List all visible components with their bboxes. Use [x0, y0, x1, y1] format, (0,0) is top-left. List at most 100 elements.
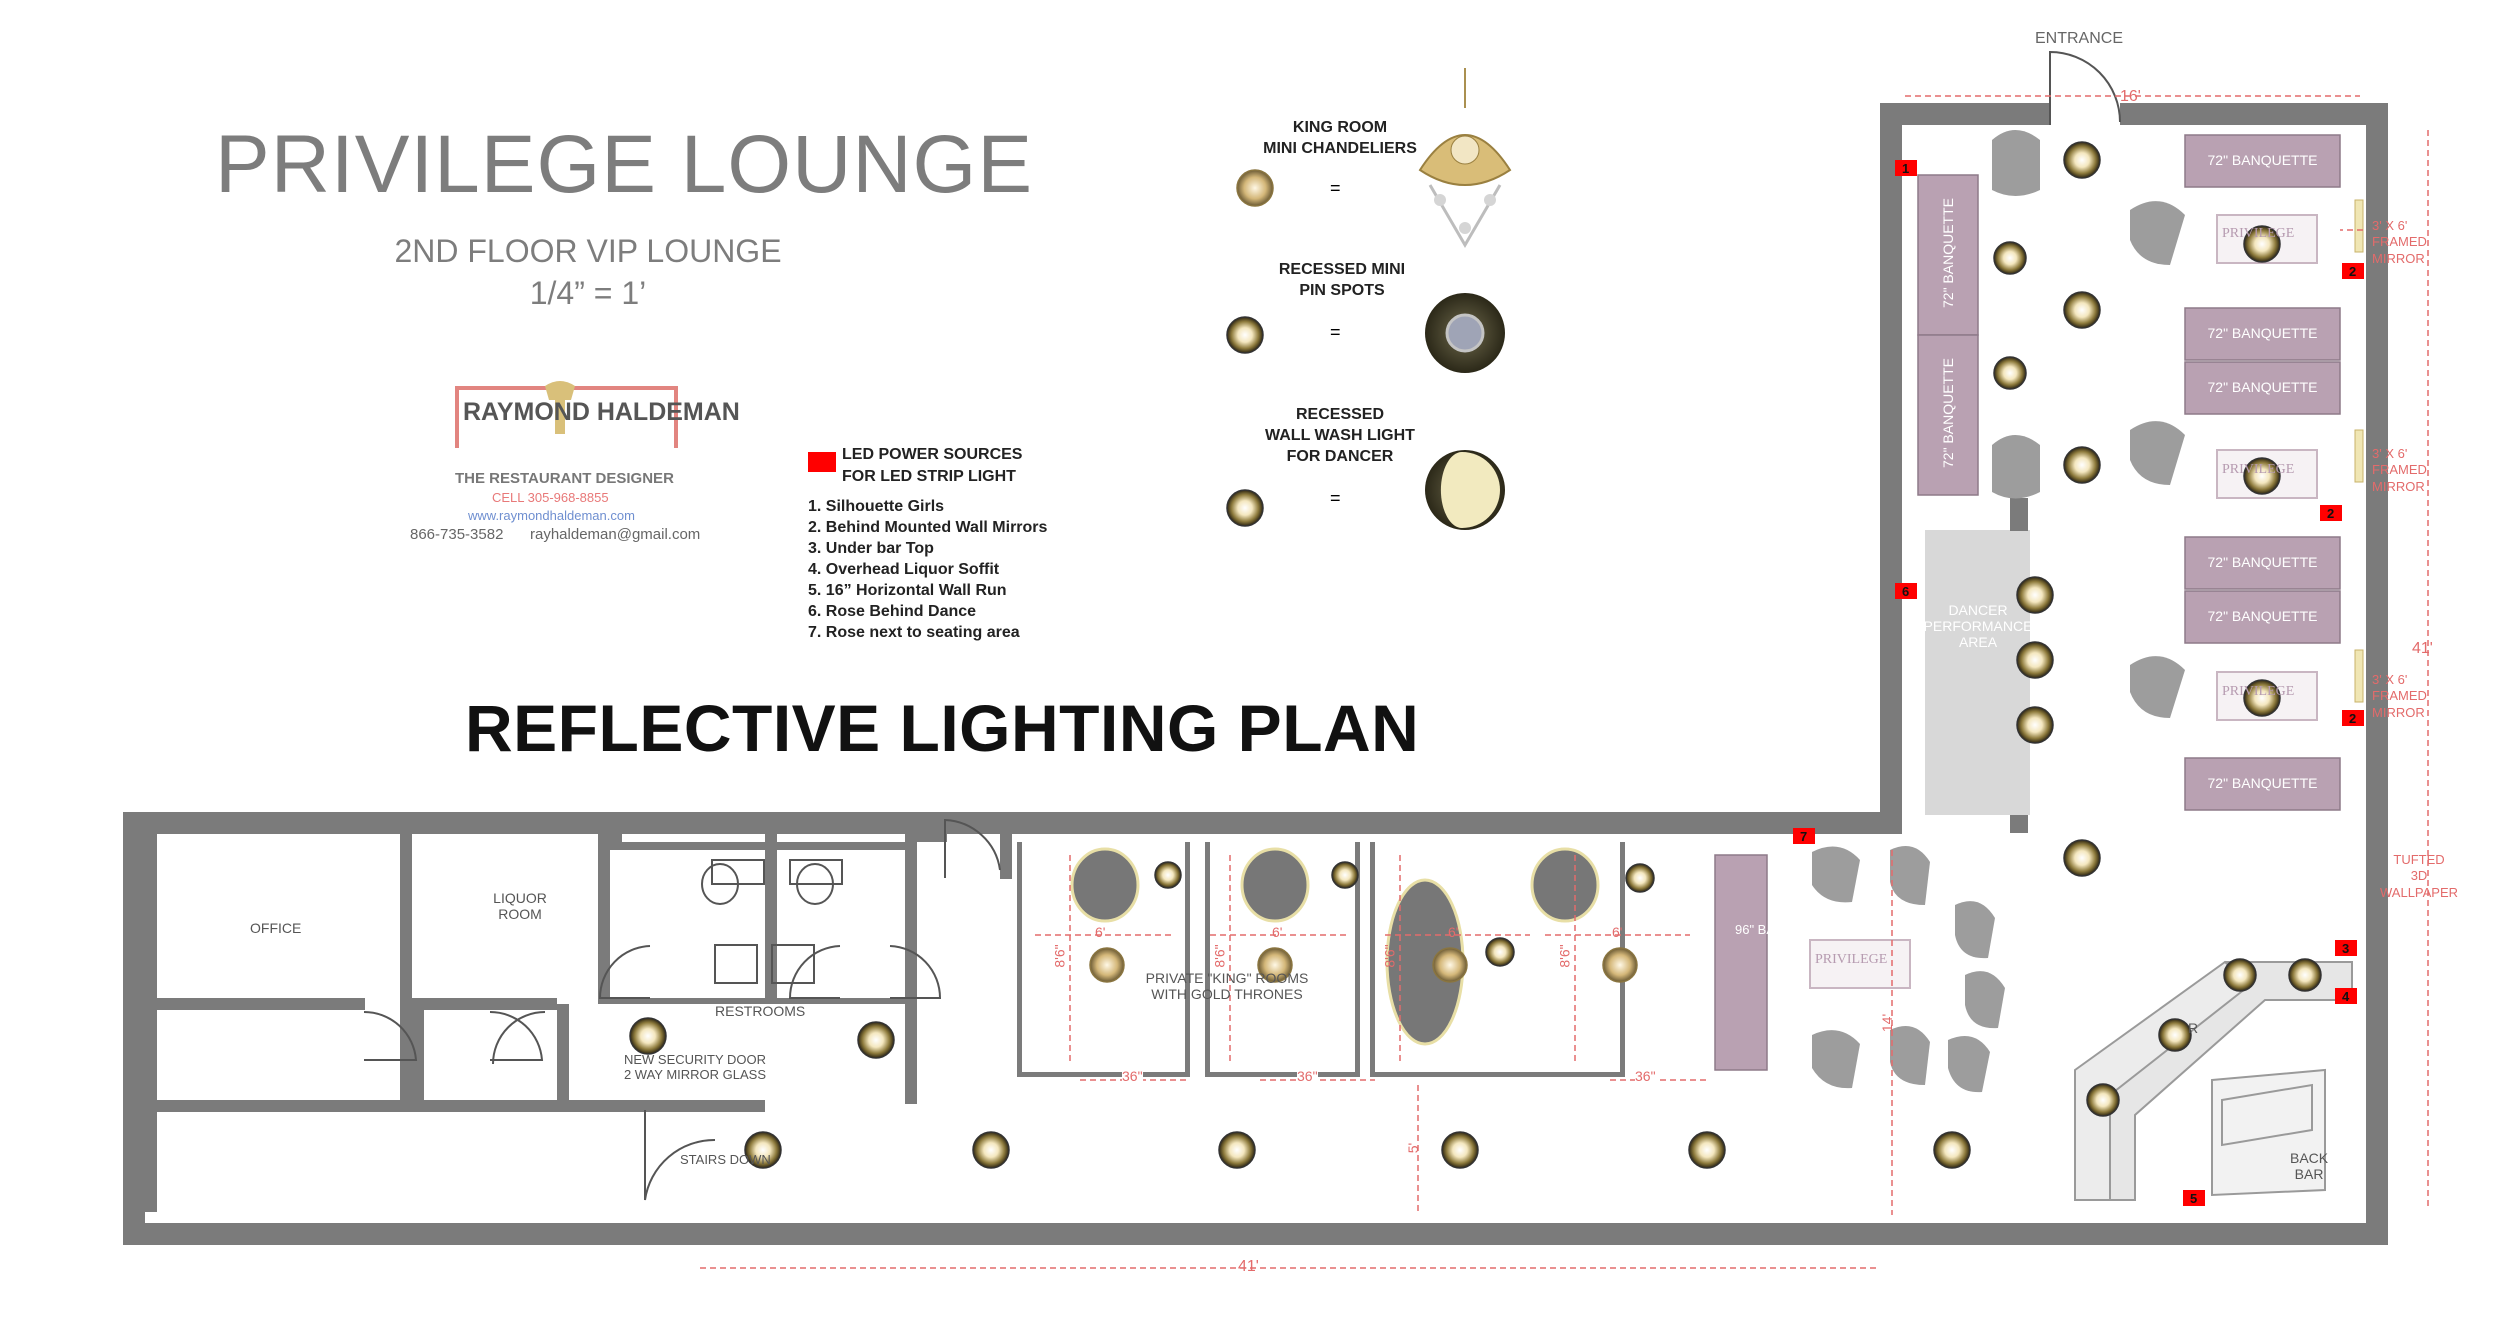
page-title: PRIVILEGE LOUNGE	[215, 119, 1034, 210]
led-item: 7. Rose next to seating area	[808, 624, 1020, 641]
thrones	[1070, 847, 1600, 1046]
legend-equals: =	[1330, 178, 1341, 198]
logo-phone: 866-735-3582	[410, 526, 504, 543]
led-item: 6. Rose Behind Dance	[808, 603, 977, 620]
dim-8-6: 8'6"	[1556, 944, 1573, 968]
wall-wash-icon	[1226, 489, 1264, 527]
wall-left-upper	[1880, 103, 1902, 818]
bar-label: R	[2188, 1020, 2199, 1036]
framed-mirror-label: 3' X 6' FRAMED MIRROR	[2372, 672, 2427, 720]
king-rooms-label: PRIVATE "KING" ROOMS WITH GOLD THRONES	[1145, 970, 1309, 1002]
banquette-96	[1714, 854, 1768, 1071]
logo-website[interactable]: www.raymondhaldeman.com	[468, 508, 635, 523]
framed-mirror-label: 3' X 6' FRAMED MIRROR	[2372, 218, 2427, 266]
led-marker-4: 4	[2342, 989, 2350, 1004]
led-legend-title: LED POWER SOURCES FOR LED STRIP LIGHT	[842, 446, 1023, 485]
office-label: OFFICE	[250, 920, 302, 936]
page-subtitle: 2ND FLOOR VIP LOUNGE	[394, 233, 782, 269]
led-legend-list: 1. Silhouette Girls 2. Behind Mounted Wa…	[808, 496, 1047, 643]
dim-8-6: 8'6"	[1211, 944, 1228, 968]
logo-cell: CELL 305-968-8855	[492, 490, 609, 505]
dim-16: 16'	[2120, 88, 2141, 105]
dim-14: 14'	[1879, 1013, 1896, 1033]
pin-spots	[629, 141, 2322, 1169]
entrance-label: ENTRANCE	[2035, 30, 2124, 47]
dim-8-6: 8'6"	[1381, 944, 1398, 968]
banquette-96-label: 96" BANQUETTE	[1735, 922, 1838, 937]
logo-email[interactable]: rayhaldeman@gmail.com	[530, 526, 701, 543]
dim-41-vertical: 41'	[2412, 640, 2433, 657]
banquette-72	[2184, 590, 2341, 644]
dim-36: 36"	[1122, 1068, 1143, 1084]
wall-wash-lights	[2016, 576, 2054, 744]
led-marker-2: 2	[2349, 264, 2356, 279]
wall-top-right	[2120, 103, 2388, 125]
security-door-label: NEW SECURITY DOOR 2 WAY MIRROR GLASS	[623, 1052, 767, 1082]
chandelier-icon	[1236, 169, 1274, 207]
banquette-label: 72" BANQUETTE	[1940, 358, 1956, 468]
outer-walls	[123, 103, 2388, 1245]
banquette-label: 72" BANQUETTE	[2207, 554, 2318, 570]
wall-lower-left	[123, 812, 145, 1245]
banquette-label: 72" BANQUETTE	[2207, 379, 2318, 395]
led-source-swatch	[808, 452, 836, 472]
stairs-down-label: STAIRS DOWN	[680, 1152, 771, 1167]
dim-5: 5'	[1405, 1142, 1422, 1154]
restroom-fixtures	[701, 859, 843, 984]
banquette-72-vertical	[1917, 334, 1979, 496]
led-item: 3. Under bar Top	[808, 540, 934, 557]
restrooms-label: RESTROOMS	[715, 1003, 806, 1019]
dancer-area-label: DANCER PERFORMANCE AREA	[1923, 602, 2033, 650]
dim-6: 6'	[1612, 924, 1623, 940]
dim-36: 36"	[1635, 1068, 1656, 1084]
led-marker-7: 7	[1800, 829, 1807, 844]
led-marker-2: 2	[2327, 506, 2334, 521]
liquor-room-label: LIQUOR ROOM	[493, 890, 547, 922]
dim-36: 36"	[1297, 1068, 1318, 1084]
legend-equals: =	[1330, 488, 1341, 508]
legend-wallwash-label: RECESSED WALL WASH LIGHT FOR DANCER	[1265, 406, 1415, 465]
dim-41-horizontal: 41'	[1238, 1258, 1259, 1275]
led-marker-2: 2	[2349, 711, 2356, 726]
plan-title: REFLECTIVE LIGHTING PLAN	[465, 691, 1420, 765]
banquette-label: 72" BANQUETTE	[2207, 152, 2318, 168]
led-item: 2. Behind Mounted Wall Mirrors	[808, 519, 1048, 536]
drawing-scale: 1/4” = 1’	[529, 275, 647, 311]
back-bar-label: BACK BAR	[2290, 1150, 2329, 1182]
logo-tagline: THE RESTAURANT DESIGNER	[455, 470, 674, 487]
entrance-door	[2049, 50, 2121, 125]
privilege-sign-label: PRIVILEGE	[1815, 952, 1888, 967]
banquette-label: 72" BANQUETTE	[2207, 608, 2318, 624]
banquette-72	[2184, 361, 2341, 415]
privilege-sign-label: PRIVILEGE	[2222, 462, 2295, 477]
led-item: 1. Silhouette Girls	[808, 498, 945, 515]
legend-icons	[1226, 68, 1512, 530]
led-marker-1: 1	[1902, 161, 1909, 176]
logo-name: RAYMOND HALDEMAN	[463, 398, 740, 426]
pin-spot-icon	[1226, 316, 1264, 354]
interior-walls	[145, 834, 1012, 1212]
led-markers	[1793, 160, 2364, 1206]
wall-top-left	[1880, 103, 2050, 125]
banquette-72	[2184, 134, 2341, 188]
banquettes	[1714, 134, 2341, 1071]
banquette-72	[2184, 307, 2341, 361]
led-marker-labels: 1 2 2 2 3 4 5 6 7	[1800, 161, 2356, 1206]
wall-lower-top	[123, 812, 1902, 834]
led-item: 5. 16” Horizontal Wall Run	[808, 582, 1007, 599]
lounge-chairs	[1812, 130, 2185, 1093]
led-marker-5: 5	[2190, 1191, 2197, 1206]
led-marker-3: 3	[2342, 941, 2349, 956]
legend-pinspot-label: RECESSED MINI PIN SPOTS	[1278, 261, 1406, 299]
wall-right	[2366, 103, 2388, 1245]
banquette-72	[2184, 757, 2341, 811]
dancer-performance-area	[1925, 530, 2030, 815]
banquette-label: 72" BANQUETTE	[2207, 325, 2318, 341]
banquette-label: 72" BANQUETTE	[2207, 775, 2318, 791]
doors	[363, 50, 2121, 1201]
mini-chandeliers	[1089, 947, 1638, 983]
dim-8-6: 8'6"	[1051, 944, 1068, 968]
wall-bottom	[123, 1223, 2388, 1245]
banquette-72	[2184, 536, 2341, 590]
